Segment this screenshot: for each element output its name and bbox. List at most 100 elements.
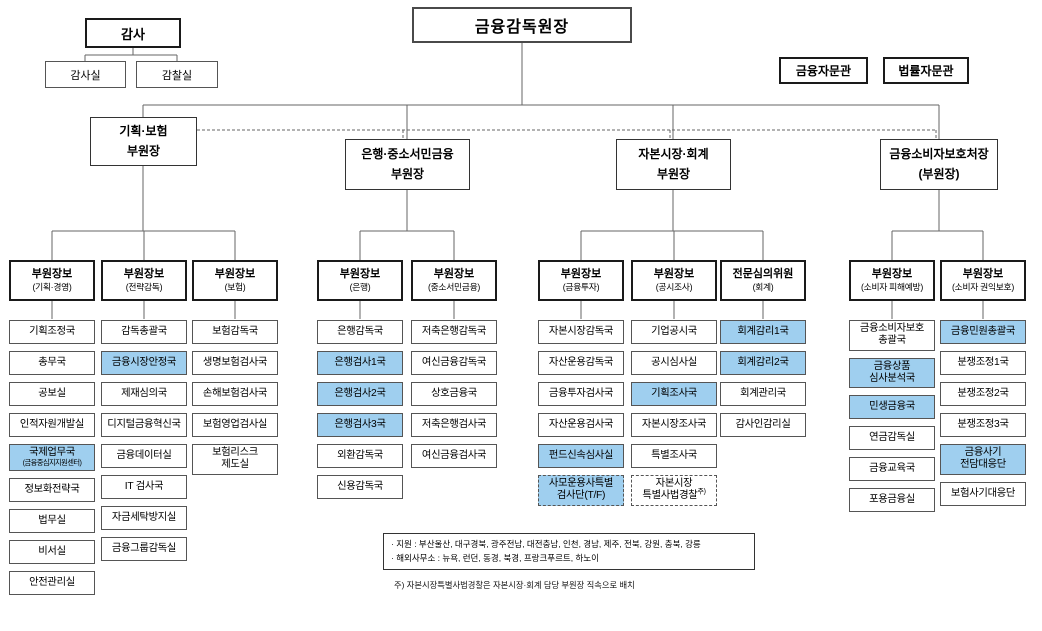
org-item-label: 기획조정국: [29, 325, 75, 337]
org-item-label: 상호금융국: [431, 387, 477, 399]
division-head-sub: (중소서민금융): [427, 281, 481, 292]
org-item: 저축은행검사국: [411, 413, 497, 437]
org-item-line: 금융데이터실: [116, 450, 171, 462]
org-item: 여신금융감독국: [411, 351, 497, 375]
org-item-line: 디지털금융혁신국: [107, 419, 181, 431]
org-item: 포용금융실: [849, 488, 935, 513]
org-item-label: 여신금융검사국: [421, 449, 487, 461]
org-item: 공시심사실: [631, 351, 717, 375]
org-item: 손해보험검사국: [192, 382, 278, 406]
org-item-label: 금융시장안정국: [111, 356, 177, 368]
org-item: 기획조사국: [631, 382, 717, 406]
domestic-branches-line: · 지원 : 부산울산, 대구경북, 광주전남, 대전충남, 인천, 경남, 제…: [391, 539, 701, 549]
org-item: 정보화전략국: [9, 478, 95, 503]
org-item-line: 은행검사1국: [334, 357, 386, 369]
inspection-office-box: 감찰실: [136, 61, 218, 88]
org-item-line: 안전관리실: [29, 577, 75, 589]
org-item-line: 손해보험검사국: [202, 387, 268, 400]
org-item: 자산운용검사국: [538, 413, 624, 437]
division-head-box: 부원장보(금융투자): [538, 260, 624, 301]
division-head-title: 부원장보: [433, 268, 475, 281]
org-item-line: 은행검사2국: [334, 388, 386, 400]
org-item: 민생금융국: [849, 395, 935, 420]
org-item-line: 펀드신속심사실: [549, 450, 614, 462]
org-item-line: 보험영업검사실: [202, 418, 268, 431]
org-item: 보험사기대응단: [940, 481, 1026, 506]
org-item-sublabel: (금융중심지지원센터): [22, 458, 82, 468]
org-item: 신용감독국: [317, 475, 403, 499]
org-item-label: IT 검사국: [124, 480, 164, 492]
org-item-label: 사모운용사특별: [548, 478, 614, 489]
org-item: 금융투자검사국: [538, 382, 624, 406]
org-item-line: 금융사기: [965, 447, 1002, 459]
deputy-label: (부원장): [918, 166, 960, 181]
org-item-line: 금융교육국: [869, 463, 915, 475]
org-item-label: 심사분석국: [869, 373, 915, 385]
org-item-line: 금융민원총괄국: [950, 325, 1016, 338]
footnote: 주) 자본시장특별사법경찰은 자본시장·회계 담당 부원장 직속으로 배치: [394, 580, 635, 590]
org-item: 은행감독국: [317, 320, 403, 344]
deputy-box-banking-sme: 은행·중소서민금융 부원장: [345, 139, 470, 190]
org-item-label: 제도실: [221, 459, 249, 471]
org-item-line: 연금감독실: [869, 432, 915, 444]
org-item-label: 손해보험검사국: [202, 387, 268, 399]
audit-office-label: 감사실: [70, 69, 101, 82]
org-item-line: 상호금융국: [431, 388, 477, 400]
org-item-label: 자본시장감독국: [548, 325, 614, 337]
org-item-label: 분쟁조정3국: [957, 418, 1009, 430]
division-head-sub: (공시조사): [655, 281, 693, 292]
division-head-title: 전문심의위원: [732, 268, 794, 281]
org-item-label: 생명보험검사국: [202, 356, 268, 368]
division-head-title: 부원장보: [123, 268, 165, 281]
org-item-line: 회계감리2국: [737, 357, 789, 369]
org-item-label: 자산운용감독국: [548, 356, 614, 368]
governor-label: 금융감독원장: [474, 19, 570, 36]
org-item-label: 감사인감리실: [735, 418, 791, 430]
org-item-label: 보험영업검사실: [202, 418, 268, 430]
org-item-label: 자본시장: [655, 478, 693, 489]
org-item: 감사인감리실: [720, 413, 806, 437]
division-head-title: 부원장보: [560, 268, 602, 281]
division-head-sub: (전략감독): [125, 281, 163, 292]
org-item: 법무실: [9, 509, 95, 534]
org-item: 외환감독국: [317, 444, 403, 468]
org-item-label: 금융교육국: [869, 463, 915, 475]
org-item-line: 자금세탁방지실: [112, 512, 177, 524]
org-item: 금융시장안정국: [101, 351, 187, 375]
org-item-label: 금융데이터실: [116, 449, 172, 461]
org-item-label: 분쟁조정2국: [957, 387, 1009, 399]
division-head-sub: (은행): [349, 281, 371, 292]
deputy-label: 금융소비자보호처장: [889, 147, 989, 162]
org-item-line: 특별사법경찰주): [642, 489, 706, 502]
org-item: 비서실: [9, 540, 95, 565]
deputy-label: 부원장: [390, 166, 425, 181]
org-item: 금융데이터실: [101, 444, 187, 468]
org-item-label: 금융민원총괄국: [950, 325, 1016, 337]
org-item-label: 공시심사실: [651, 356, 697, 368]
org-item-label: 금융그룹감독실: [111, 542, 177, 554]
org-item-line: 국제업무국: [29, 447, 75, 459]
org-item-label: 기획조사국: [651, 387, 697, 399]
org-item-label: 외환감독국: [337, 449, 383, 461]
org-item: 기획조정국: [9, 320, 95, 344]
org-item-line: 제재심의국: [121, 388, 167, 400]
org-item-label: 금융사기: [964, 447, 1002, 458]
audit-office-box: 감사실: [45, 61, 126, 88]
org-item: 자본시장감독국: [538, 320, 624, 344]
org-item-line: 정보화전략국: [24, 484, 79, 496]
org-item-line: 감독총괄국: [121, 326, 167, 338]
org-item-line: 여신금융검사국: [421, 449, 487, 462]
org-item: 분쟁조정2국: [940, 382, 1026, 406]
org-item-line: 전담대응단: [960, 459, 1006, 471]
org-item: 자금세탁방지실: [101, 506, 187, 530]
org-item-label: 금융투자검사국: [548, 387, 614, 399]
division-head-title: 부원장보: [339, 268, 381, 281]
